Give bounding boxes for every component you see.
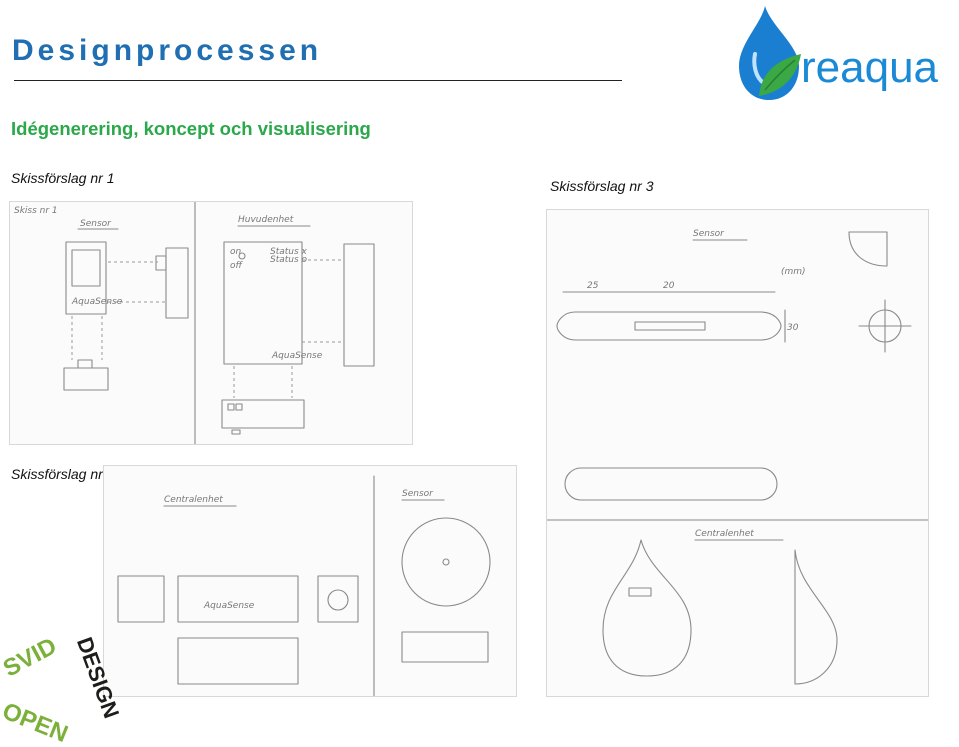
sketch3-sensor-label: Sensor (693, 229, 725, 239)
sketch-image-3: Sensor (mm) 25 20 30 Centralenhet (546, 209, 929, 697)
sketch3-unit: (mm) (781, 267, 806, 277)
sketch1-note-label: Skiss nr 1 (14, 206, 58, 216)
sketch1-on: on (230, 247, 242, 257)
svid-text: SVID (0, 632, 61, 682)
sketch3-central-label: Centralenhet (695, 529, 754, 539)
sketch1-status-x: Status x (270, 247, 308, 257)
sketch-image-2: Centralenhet Sensor AquaSense (103, 465, 517, 697)
sketch3-dim-20: 20 (663, 281, 675, 291)
sketch1-main-label: Huvudenhet (238, 215, 294, 225)
page-subtitle: Idégenerering, koncept och visualisering (11, 118, 371, 139)
logo-text: reaqua (801, 43, 939, 92)
sketch1-sensor-label: Sensor (80, 219, 112, 229)
page-title: Designprocessen (12, 34, 323, 67)
svid-open-logo: SVID DESIGN OPEN (0, 630, 124, 747)
sketch3-dim-25: 25 (587, 281, 599, 291)
open-text: OPEN (0, 698, 72, 742)
reaqua-logo: reaqua (731, 4, 955, 104)
svg-text:SVID: SVID (0, 632, 61, 682)
design-text: DESIGN (72, 634, 120, 722)
sketch1-brand-main: AquaSense (271, 351, 323, 361)
sketch-caption-2: Skissförslag nr 2 (11, 466, 115, 482)
sketch2-central-label: Centralenhet (164, 495, 223, 505)
sketch-image-1: Skiss nr 1 Sensor AquaSense Huvudenhet S… (9, 201, 413, 445)
title-divider (14, 80, 622, 81)
svg-text:DESIGN: DESIGN (72, 634, 120, 722)
sketch3-dim-30: 30 (787, 323, 799, 333)
sketch-caption-1: Skissförslag nr 1 (11, 170, 115, 186)
sketch2-sensor-label: Sensor (402, 489, 434, 499)
sketch1-status-o: Status o (270, 255, 308, 265)
svg-text:OPEN: OPEN (0, 698, 72, 742)
svg-text:reaqua: reaqua (801, 43, 939, 92)
sketch2-brand: AquaSense (203, 601, 255, 611)
sketch1-brand-small: AquaSense (71, 297, 123, 307)
sketch-caption-3: Skissförslag nr 3 (550, 178, 654, 194)
sketch1-off: off (230, 261, 244, 271)
